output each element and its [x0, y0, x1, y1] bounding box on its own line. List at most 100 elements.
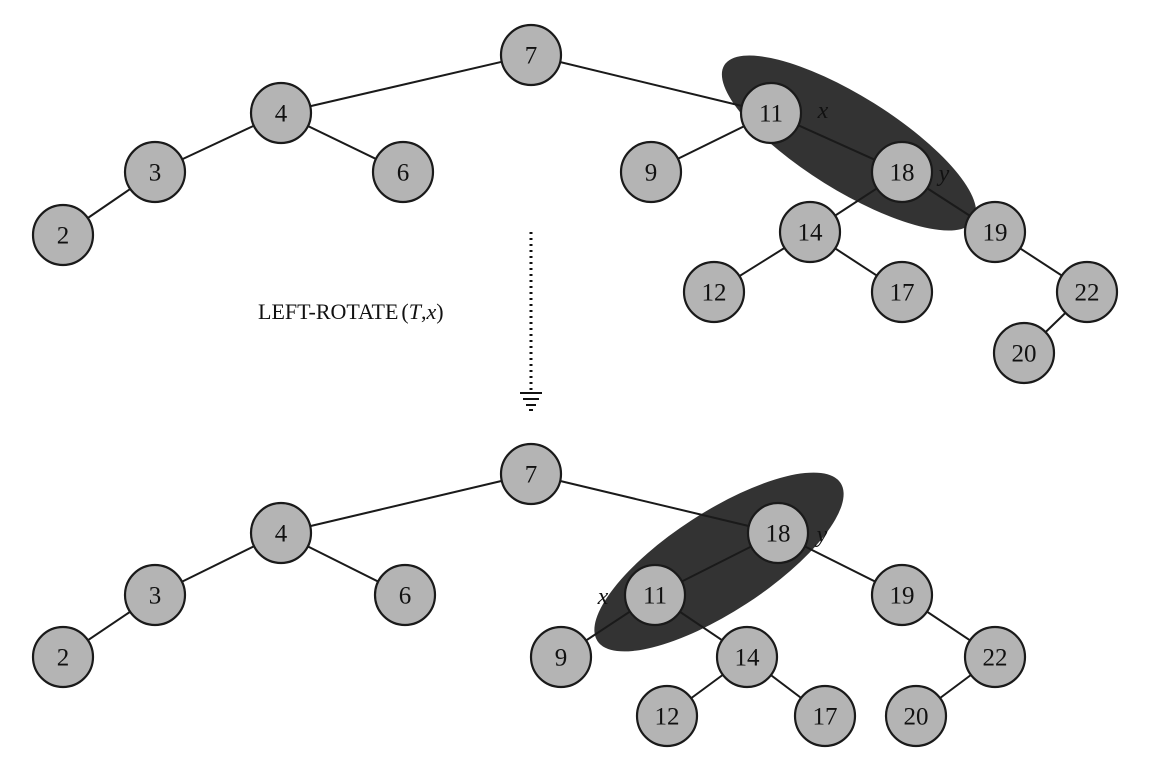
before-node-22: 22 [1055, 260, 1119, 324]
after-node-circle [715, 625, 779, 689]
before-node-20: 20 [992, 321, 1056, 385]
after-node-4: 4 [249, 501, 313, 565]
before-node-label: 11 [759, 101, 783, 128]
before-tree-nodes: 7 4 3 6 2 11 9 18 14 19 12 17 22 20 [31, 23, 1119, 385]
after-node-3: 3 [123, 563, 187, 627]
before-node-label: 14 [798, 220, 824, 247]
after-node-label: 9 [555, 645, 568, 672]
after-node-label: 2 [57, 645, 70, 672]
after-node-label: 22 [983, 645, 1008, 672]
operation-open: ( [401, 299, 408, 324]
before-node-circle [992, 321, 1056, 385]
after-node-label: 7 [525, 462, 538, 489]
before-node-circle [963, 200, 1027, 264]
after-node-7: 7 [499, 442, 563, 506]
after-edge-7-18 [530, 473, 779, 534]
after-node-circle [249, 501, 313, 565]
rotation-arrow [520, 232, 542, 411]
before-node-4: 4 [249, 81, 313, 145]
after-node-label: 17 [813, 704, 838, 731]
before-node-label: 9 [645, 160, 658, 187]
before-tree-marks: xy [817, 98, 950, 187]
before-edge-7-4 [280, 54, 532, 114]
operation-name: LEFT-ROTATE [258, 299, 398, 324]
before-node-circle [371, 140, 435, 204]
operation-close: ) [436, 299, 443, 324]
before-node-11: 11 [739, 81, 803, 145]
before-node-label: 20 [1012, 341, 1037, 368]
before-node-14: 14 [778, 200, 842, 264]
after-node-circle [635, 684, 699, 748]
after-node-circle [623, 563, 687, 627]
operation-label: LEFT-ROTATE(T,x) [258, 299, 444, 324]
before-node-label: 6 [397, 160, 410, 187]
after-node-18: 18 [746, 501, 810, 565]
after-node-circle [529, 625, 593, 689]
before-node-label: 17 [890, 280, 915, 307]
before-node-circle [870, 260, 934, 324]
after-node-label: 12 [655, 704, 680, 731]
operation-arg-tree: T [409, 299, 423, 324]
after-node-circle [963, 625, 1027, 689]
after-node-label: 3 [149, 583, 162, 610]
after-node-label: 18 [766, 521, 791, 548]
after-tree-edges [62, 473, 996, 717]
before-node-label: 7 [525, 43, 538, 70]
after-node-12: 12 [635, 684, 699, 748]
before-node-7: 7 [499, 23, 563, 87]
after-node-circle [746, 501, 810, 565]
after-node-label: 6 [399, 583, 412, 610]
after-mark-y: y [815, 522, 828, 548]
after-node-label: 14 [735, 645, 761, 672]
after-node-label: 20 [904, 704, 929, 731]
operation-sep: , [421, 299, 427, 324]
after-node-11: 11 [623, 563, 687, 627]
after-tree-nodes: 7 4 3 6 2 18 11 19 9 14 22 12 17 20 [31, 442, 1027, 748]
before-node-19: 19 [963, 200, 1027, 264]
before-mark-y: y [937, 161, 950, 187]
before-node-label: 19 [983, 220, 1008, 247]
before-highlight-ellipse [721, 55, 977, 231]
after-node-9: 9 [529, 625, 593, 689]
before-node-label: 2 [57, 223, 70, 250]
before-node-12: 12 [682, 260, 746, 324]
after-node-circle [793, 684, 857, 748]
after-node-2: 2 [31, 625, 95, 689]
after-node-6: 6 [373, 563, 437, 627]
after-node-20: 20 [884, 684, 948, 748]
before-node-circle [778, 200, 842, 264]
before-node-circle [499, 23, 563, 87]
after-node-circle [373, 563, 437, 627]
before-edge-7-11 [530, 54, 772, 114]
after-edge-7-4 [280, 473, 532, 534]
before-node-18: 18 [870, 140, 934, 204]
before-node-label: 18 [890, 160, 915, 187]
before-mark-x: x [817, 98, 829, 124]
after-node-17: 17 [793, 684, 857, 748]
after-node-circle [870, 563, 934, 627]
before-node-circle [870, 140, 934, 204]
before-node-circle [123, 140, 187, 204]
after-node-19: 19 [870, 563, 934, 627]
before-node-circle [31, 203, 95, 267]
before-node-circle [682, 260, 746, 324]
after-node-circle [499, 442, 563, 506]
before-node-label: 3 [149, 160, 162, 187]
before-node-circle [739, 81, 803, 145]
after-node-circle [884, 684, 948, 748]
before-node-label: 22 [1075, 280, 1100, 307]
before-node-2: 2 [31, 203, 95, 267]
after-node-22: 22 [963, 625, 1027, 689]
after-node-14: 14 [715, 625, 779, 689]
after-node-label: 4 [275, 521, 288, 548]
before-node-3: 3 [123, 140, 187, 204]
before-node-6: 6 [371, 140, 435, 204]
after-tree-marks: yx [597, 522, 828, 610]
operation-arg-node: x [426, 299, 437, 324]
before-node-label: 4 [275, 101, 288, 128]
before-node-circle [619, 140, 683, 204]
after-node-circle [31, 625, 95, 689]
before-node-circle [1055, 260, 1119, 324]
after-mark-x: x [597, 584, 609, 610]
